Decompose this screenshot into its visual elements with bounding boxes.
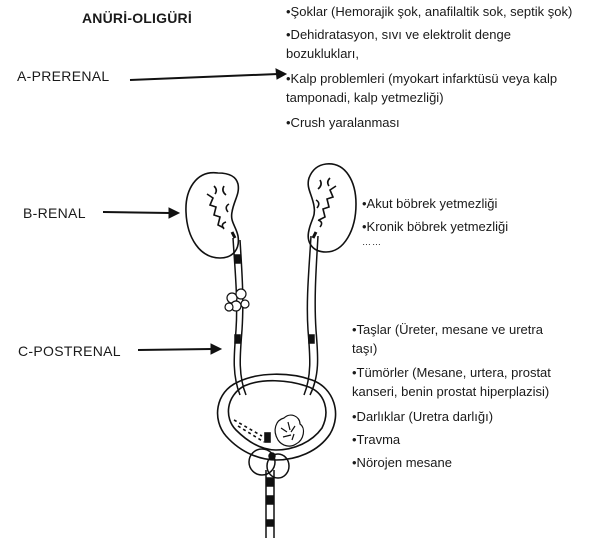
prerenal-label: A-PRERENAL [17, 68, 109, 84]
prostate [249, 449, 289, 478]
postrenal-label: C-POSTRENAL [18, 343, 121, 359]
right-kidney [308, 164, 356, 252]
postrenal-cause-2-cont: kanseri, benin prostat hiperplazisi) [352, 383, 549, 401]
ureter-stones [225, 289, 249, 311]
renal-cause-2: •Kronik böbrek yetmezliği [362, 218, 508, 236]
left-kidney [186, 173, 238, 258]
prerenal-cause-3-cont: tamponadi, kalp yetmezliği) [286, 89, 444, 107]
page-title: ANÜRİ-OLIGÜRİ [82, 10, 192, 26]
renal-label: B-RENAL [23, 205, 86, 221]
prerenal-cause-2: •Dehidratasyon, sıvı ve elektrolit denge [286, 26, 511, 44]
prerenal-cause-3: •Kalp problemleri (myokart infarktüsü ve… [286, 70, 557, 88]
renal-cause-ellipsis: …… [362, 233, 382, 251]
postrenal-cause-1-cont: taşı) [352, 340, 377, 358]
urethra [266, 470, 274, 538]
renal-cause-1: •Akut böbrek yetmezliği [362, 195, 497, 213]
bladder [218, 374, 336, 460]
postrenal-cause-1: •Taşlar (Üreter, mesane ve uretra [352, 321, 543, 339]
postrenal-cause-4: •Travma [352, 431, 400, 449]
postrenal-arrow [138, 344, 221, 354]
renal-arrow [103, 208, 179, 218]
postrenal-cause-5: •Nörojen mesane [352, 454, 452, 472]
ureters [233, 236, 318, 395]
postrenal-cause-2: •Tümörler (Mesane, urtera, prostat [352, 364, 551, 382]
postrenal-cause-3: •Darlıklar (Uretra darlığı) [352, 408, 493, 426]
prerenal-cause-1: •Şoklar (Hemorajik şok, anafilaltik sok,… [286, 3, 572, 21]
bladder-tumor [275, 415, 303, 446]
prerenal-cause-4: •Crush yaralanması [286, 114, 400, 132]
prerenal-cause-2-cont: bozuklukları, [286, 45, 359, 63]
prerenal-arrow [130, 69, 286, 80]
